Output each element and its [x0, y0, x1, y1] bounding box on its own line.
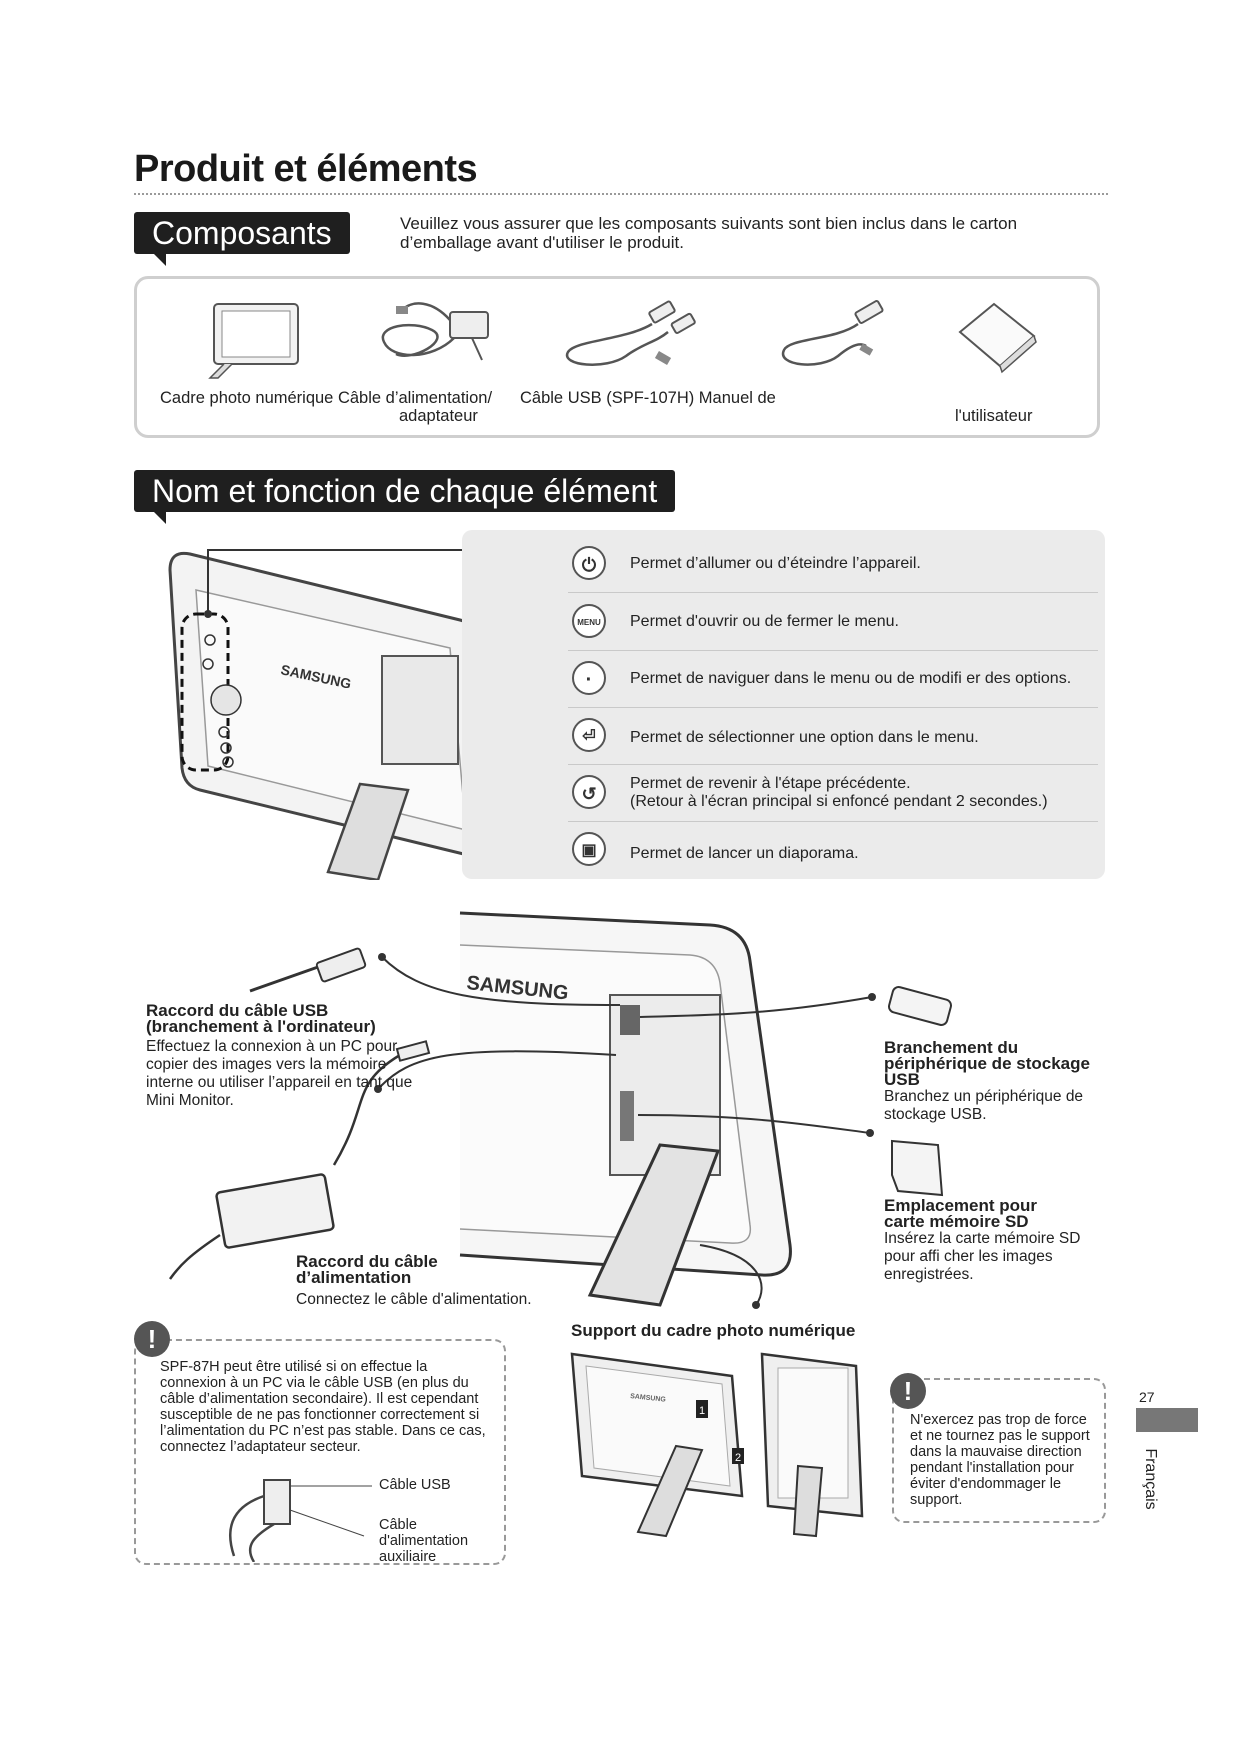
sd-body: Insérez la carte mémoire SD pour affi ch… — [884, 1230, 1094, 1284]
photo-frame-icon — [200, 296, 320, 386]
components-caption-1c: Câble USB (SPF-107H) Manuel de — [520, 389, 776, 408]
menu-icon: MENU — [572, 604, 606, 638]
callout-line — [200, 540, 470, 620]
manual-icon — [954, 298, 1044, 382]
button-description: Permet de naviguer dans le menu ou de mo… — [630, 670, 1071, 688]
components-caption-1a: Cadre photo numérique Câble d’alimentati… — [160, 389, 492, 408]
label-aux-3: auxiliaire — [379, 1549, 436, 1565]
usb-cable-icon — [556, 290, 706, 380]
title-divider — [134, 193, 1108, 195]
power-adapter-icon — [372, 290, 512, 380]
page-number: 27 — [1139, 1389, 1155, 1405]
button-row-enter: ⏎ Permet de sélectionner une option dans… — [568, 708, 1098, 765]
power-icon: ⏻ — [572, 546, 606, 580]
note-right-text: N'exercez pas trop de force et ne tourne… — [910, 1412, 1100, 1508]
warning-icon: ! — [134, 1321, 170, 1357]
button-description: Permet de sélectionner une option dans l… — [630, 729, 979, 747]
warning-icon: ! — [890, 1373, 926, 1409]
power-title-2: d’alimentation — [296, 1270, 411, 1286]
label-aux-2: d'alimentation — [379, 1533, 468, 1549]
navigation-pad-icon: · — [572, 661, 606, 695]
components-caption-2b: l'utilisateur — [955, 407, 1032, 426]
usb-pc-title-2: (branchement à l'ordinateur) — [146, 1019, 376, 1035]
components-intro: Veuillez vous assurer que les composants… — [400, 214, 1080, 252]
button-row-back: ↺ Permet de revenir à l'étape précédente… — [568, 765, 1098, 822]
usb-cable-icon — [770, 290, 900, 380]
back-icon: ↺ — [572, 775, 606, 809]
button-description: Permet d’allumer ou d’éteindre l’apparei… — [630, 555, 921, 573]
section-tab-composants: Composants — [134, 212, 350, 254]
button-row-slideshow: ▣ Permet de lancer un diaporama. — [568, 822, 1098, 878]
stand-title: Support du cadre photo numérique — [571, 1323, 855, 1339]
components-caption-2a: adaptateur — [399, 407, 478, 426]
stand-step-2: 2 — [735, 1452, 741, 1464]
button-row-navigation: · Permet de naviguer dans le menu ou de … — [568, 651, 1098, 708]
usb-storage-title-3: USB — [884, 1072, 920, 1088]
cable-illustration — [214, 1466, 374, 1562]
power-body: Connectez le câble d'alimentation. — [296, 1291, 532, 1309]
button-row-menu: MENU Permet d'ouvrir ou de fermer le men… — [568, 594, 1098, 651]
label-aux-1: Câble — [379, 1517, 417, 1533]
button-description-note: (Retour à l'écran principal si enfoncé p… — [630, 793, 1048, 811]
stand-illustration: SAMSUNG 1 2 — [566, 1346, 866, 1546]
enter-icon: ⏎ — [572, 718, 606, 752]
note-left-text: SPF-87H peut être utilisé si on effectue… — [160, 1359, 495, 1455]
sd-title-2: carte mémoire SD — [884, 1214, 1029, 1230]
language-label: Français — [1141, 1439, 1159, 1519]
section-tab-elements: Nom et fonction de chaque élément — [134, 470, 675, 512]
usb-storage-body: Branchez un périphérique de stockage USB… — [884, 1088, 1104, 1124]
slideshow-icon: ▣ — [572, 832, 606, 866]
button-row-power: ⏻ Permet d’allumer ou d’éteindre l’appar… — [568, 536, 1098, 593]
stand-step-1: 1 — [699, 1405, 705, 1417]
usb-pc-body: Effectuez la connexion à un PC pour copi… — [146, 1038, 416, 1110]
button-description: Permet de lancer un diaporama. — [630, 845, 859, 863]
button-description: Permet d'ouvrir ou de fermer le menu. — [630, 613, 899, 631]
button-description: Permet de revenir à l'étape précédente. — [630, 775, 911, 793]
page-title: Produit et éléments — [134, 148, 477, 191]
label-usb-cable: Câble USB — [379, 1476, 451, 1494]
side-tab-bar — [1136, 1408, 1198, 1432]
